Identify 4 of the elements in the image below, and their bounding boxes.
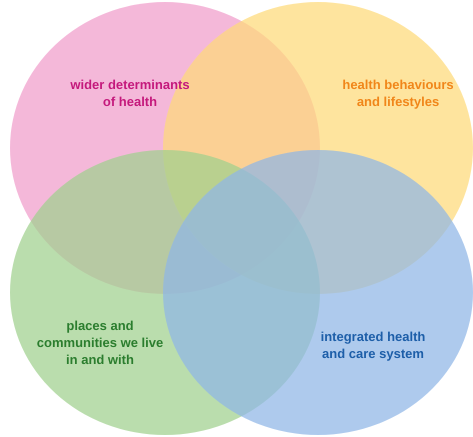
- circle-label: places and communities we live in and with: [36, 317, 164, 368]
- circle-label: wider determinants of health: [69, 76, 191, 110]
- circle-label: health behaviours and lifestyles: [341, 76, 455, 110]
- circle-label: integrated health and care system: [320, 328, 426, 362]
